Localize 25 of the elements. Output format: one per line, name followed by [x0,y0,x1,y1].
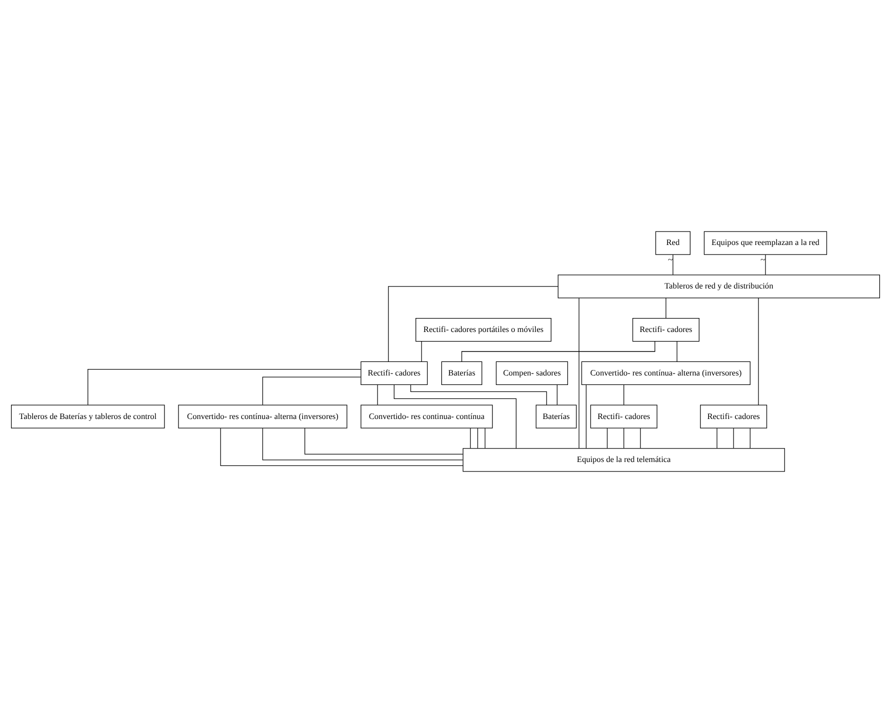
connector [410,384,547,406]
connector [220,428,464,466]
connector [640,428,641,449]
connector [470,428,471,449]
connector [421,341,422,362]
connector [606,428,608,449]
connector [388,286,558,362]
connector [477,428,478,449]
connector [88,369,362,406]
connector [676,341,678,362]
connector [262,376,362,406]
connector [377,384,378,406]
connector [733,428,734,449]
edge-label: ~ [760,254,766,264]
connector [484,428,486,449]
connector [716,428,718,449]
connector [672,254,674,276]
connector [262,428,464,460]
connector [304,428,464,455]
connector [556,384,558,406]
connector [758,298,759,406]
edge-label: ~ [668,254,673,264]
connector [578,298,580,449]
connector [765,254,766,276]
connector [394,384,516,449]
